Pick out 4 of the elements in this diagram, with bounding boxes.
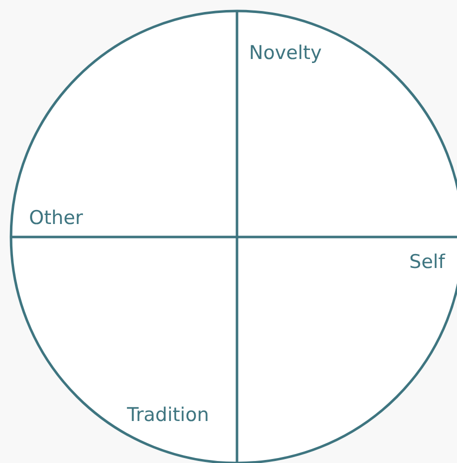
axis-label: Tradition — [127, 404, 210, 426]
axis-label: Novelty — [249, 42, 322, 64]
axis-label: Other — [29, 207, 83, 229]
axis-label: Self — [409, 251, 445, 273]
